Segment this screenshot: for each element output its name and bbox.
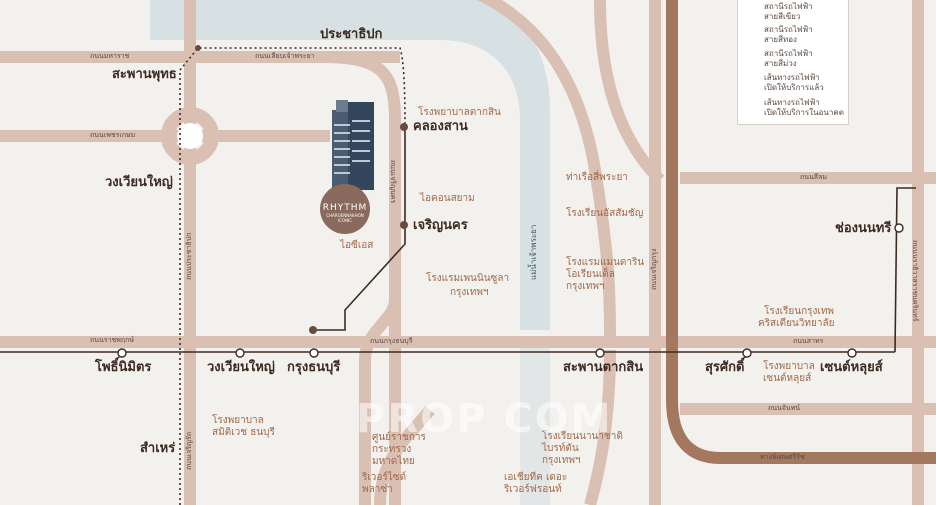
poi-label: ไอซีเอส [340,240,374,251]
poi-label: โรงพยาบาลตากสิน [418,107,501,118]
poi-label: โรงเรียนนานาชาติ [542,431,623,442]
road-label: ถนนกรุงธนบุรี [370,337,413,345]
poi-label: โรงพยาบาล [212,415,264,426]
river-label: แม่น้ำเจ้าพระยา [529,224,538,280]
poi-label: เซนต์หลุยส์ [763,373,812,384]
poi-label: กรุงเทพฯ [542,455,581,466]
watermark: PROP COM [356,396,613,442]
poi-label: มหาดไทย [372,456,415,467]
station-label: คลองสาน [413,119,468,134]
station-label: สุรศักดิ์ [705,360,745,375]
poi-label: กรุงเทพฯ [450,287,489,298]
legend-open-1: เส้นทางรถไฟฟ้า [764,73,820,82]
poi-label: โรงเรียนอัสสัมชัญ [566,208,644,219]
station-label: วงเวียนใหญ่ [207,360,275,375]
project-subtitle: CHAROENNAKHON ICONIC [326,213,364,223]
map-legend: สถานีรถไฟฟ้า สายสีเขียว สถานีรถไฟฟ้า สาย… [737,0,849,125]
road-label: ทางพิเศษศรีรัช [760,453,805,461]
road-label: ถนนราชพฤกษ์ [90,336,134,344]
poi-label: ริเวอร์ไซด์ [362,472,407,483]
station-label: สะพานพุทธ [112,67,177,82]
legend-green-2: สายสีเขียว [764,12,801,21]
expressway [666,0,936,464]
legend-gold-2: สายสีทอง [764,35,797,44]
chao-phraya-river-lower [520,340,550,505]
station-label: กรุงธนบุรี [287,360,341,375]
legend-purple-2: สายสีม่วง [764,59,797,68]
poi-label: กระทรวง [372,444,412,455]
road-label: ถนนเจริญรัถ [185,431,193,470]
road-label: ถนนเลียบเจ้าพระยา [255,52,315,60]
poi-label: โรงแรมแมนดาริน [566,257,645,268]
poi-label: โอเรียนเต็ล [566,269,615,280]
legend-green-1: สถานีรถไฟฟ้า [764,2,813,11]
poi-label: สมิติเวช ธนบุรี [212,427,275,438]
roundabout [161,107,219,165]
poi-label: คริสเตียนวิทยาลัย [758,318,835,329]
poi-label: ไอคอนสยาม [420,193,475,204]
station-label: สะพานตากสิน [563,360,644,375]
station-label: เซนต์หลุยส์ [820,360,883,375]
road-label: ถนนมหาราช [90,52,130,60]
poi-label: เอเชียทีค เดอะ [504,472,568,483]
station-label: โพธิ์นิมิตร [95,360,152,375]
poi-label: โรงเรียนกรุงเทพ [764,306,835,317]
legend-purple-1: สถานีรถไฟฟ้า [764,49,813,58]
future-lines [179,47,406,505]
station-label: สำเหร่ [140,441,176,456]
road-label: ถนนเพชรเกษม [90,131,136,139]
legend-future-2: เปิดให้บริการในอนาคต [764,108,844,117]
road-label: ถนนประชาธิปก [185,232,193,280]
poi-label: โรงแรมเพนนินซูลา [426,273,510,284]
road-label: ถนนนราธิวาสราชนครินทร์ [911,240,919,322]
poi-label: ไบรท์ตัน [542,443,579,454]
project-badge: RHYTHM CHAROENNAKHON ICONIC [320,184,370,234]
poi-label: ศูนย์ราชการ [372,432,426,443]
legend-open-2: เปิดให้บริการแล้ว [764,83,824,92]
project-name: RHYTHM [322,203,368,213]
road-label: ถนนสีลม [800,173,827,181]
poi-label: ริเวอร์ฟรอนท์ [504,484,562,495]
poi-label: โรงพยาบาล [763,361,815,372]
road-label: ถนนจันทน์ [768,404,801,412]
station-label: ประชาธิปก [320,27,383,42]
road-label: ถนนเจริญกรุง [650,248,658,290]
legend-gold-1: สถานีรถไฟฟ้า [764,25,813,34]
station-label: เจริญนคร [413,218,468,233]
legend-future-1: เส้นทางรถไฟฟ้า [764,98,820,107]
project-tower-image [330,100,378,190]
road-label: ถนนเจริญนคร [389,160,397,204]
road-label: ถนนสาทร [793,337,824,345]
station-label: วงเวียนใหญ่ [105,175,173,190]
station-label: ช่องนนทรี [835,221,892,236]
poi-label: ท่าเรือสี่พระยา [566,172,628,183]
poi-label: กรุงเทพฯ [566,281,605,292]
poi-label: พลาซ่า [362,484,393,495]
